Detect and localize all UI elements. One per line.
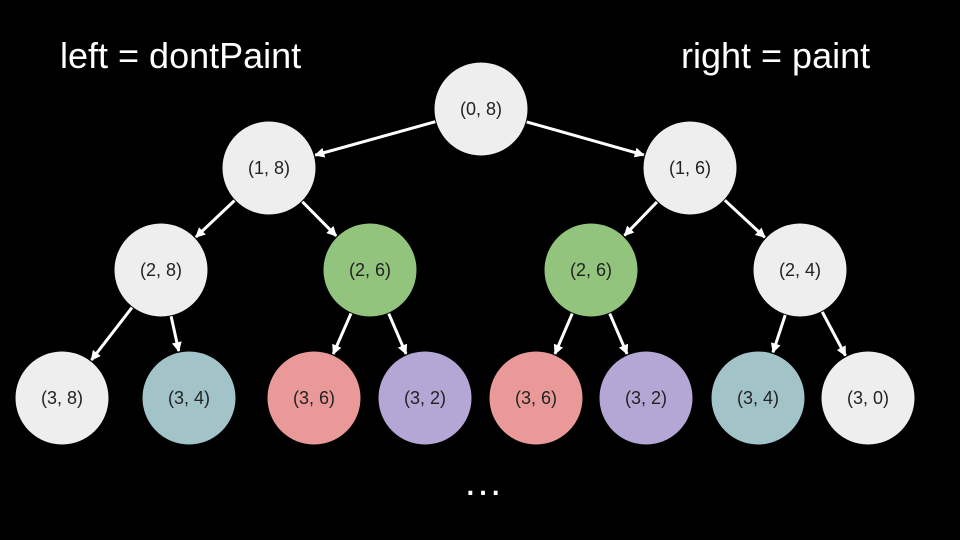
right-branch-caption: right = paint [681,35,871,76]
tree-node-label: (1, 8) [248,158,290,178]
tree-node: (2, 8) [113,222,209,318]
tree-node-label: (2, 6) [570,260,612,280]
tree-node: (3, 6) [266,350,362,446]
tree-node-label: (1, 6) [669,158,711,178]
tree-node-label: (3, 4) [168,388,210,408]
tree-edge-n0-n1 [314,120,437,158]
tree-node-label: (3, 2) [404,388,446,408]
tree-node: (2, 6) [543,222,639,318]
tree-node: (2, 4) [752,222,848,318]
tree-node: (2, 6) [322,222,418,318]
tree-node-label: (2, 6) [349,260,391,280]
tree-edge-n5-n12 [608,312,629,355]
tree-edge-n0-n2 [525,120,645,158]
tree-edge-n2-n5 [623,200,659,237]
tree-edge-n3-n8 [169,315,182,353]
tree-node-circle [221,120,317,216]
tree-node: (1, 6) [642,120,738,216]
tree-node-circle [488,350,584,446]
tree-node-circle [642,120,738,216]
tree-node: (3, 4) [710,350,806,446]
tree-node: (3, 6) [488,350,584,446]
tree-edge-n1-n3 [194,199,236,239]
tree-node-circle [752,222,848,318]
tree-edge-n4-n10 [387,312,408,355]
edges [90,120,847,361]
tree-node: (3, 2) [377,350,473,446]
tree-node-label: (3, 0) [847,388,889,408]
tree-node-circle [543,222,639,318]
nodes: (0, 8) (1, 8) (1, 6) (2, 8) (2, 6) (2, 6) (2, … [14,61,916,446]
tree-node: (1, 8) [221,120,317,216]
left-branch-caption: left = dontPaint [60,35,302,76]
tree-edge-n1-n4 [301,200,338,237]
tree-edge-n5-n11 [553,312,574,355]
tree-node: (3, 8) [14,350,110,446]
tree-node-circle [266,350,362,446]
tree-edge-n4-n9 [331,312,353,355]
tree-edge-n6-n14 [820,310,847,357]
tree-node-label: (0, 8) [460,99,502,119]
tree-node-circle [113,222,209,318]
continuation-ellipsis: … [463,460,503,504]
tree-node-label: (3, 8) [41,388,83,408]
tree-node: (3, 0) [820,350,916,446]
tree-node-circle [14,350,110,446]
tree-node-label: (2, 4) [779,260,821,280]
tree-edge-n3-n7 [90,306,134,361]
tree-node-label: (3, 6) [293,388,335,408]
tree-node-circle [598,350,694,446]
tree-node-label: (3, 4) [737,388,779,408]
tree-node-circle [820,350,916,446]
tree-node-label: (3, 6) [515,388,557,408]
tree-node-circle [322,222,418,318]
tree-node: (0, 8) [433,61,529,157]
tree-edge-n2-n6 [723,198,766,239]
tree-node-circle [141,350,237,446]
tree-edge-n6-n13 [771,314,787,354]
tree-node: (3, 2) [598,350,694,446]
tree-node: (3, 4) [141,350,237,446]
tree-node-circle [377,350,473,446]
tree-node-circle [710,350,806,446]
tree-node-label: (2, 8) [140,260,182,280]
tree-node-label: (3, 2) [625,388,667,408]
tree-node-circle [433,61,529,157]
